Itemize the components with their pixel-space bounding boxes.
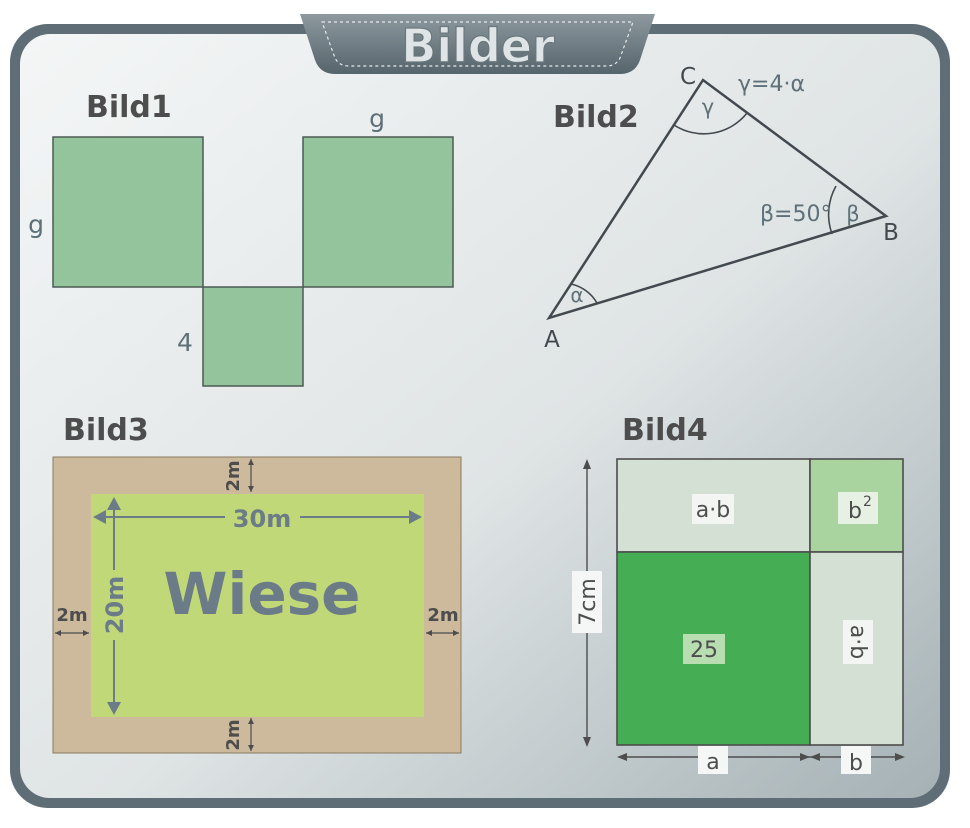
bild3-border-bottom-label: 2m: [223, 719, 244, 750]
bild2-vertex-c: C: [680, 64, 696, 90]
bild1-label-g-left: g: [28, 210, 44, 239]
bild4-base-arrowhead-mid-left: [800, 753, 810, 761]
bild2-vertex-b: B: [883, 220, 899, 246]
bild4-label-box-ab-right: [843, 620, 873, 664]
bild2-angle-alpha: α: [570, 283, 583, 307]
bild3-border-top-dim: [248, 459, 254, 492]
bild2-arc-gamma: [673, 112, 748, 135]
bild3-width-arrowhead-bottom: [107, 702, 121, 715]
bild4-label-box-ab-top: [692, 494, 734, 524]
bild2-triangle: [546, 78, 889, 321]
bild4-base-arrowhead-mid-right: [810, 753, 820, 761]
bild3-meadow-label: Wiese: [163, 560, 360, 628]
bild4-label-b2-exp: 2: [863, 494, 872, 510]
bild2-heading: Bild2: [553, 100, 639, 135]
bild4-label-b: b: [849, 751, 863, 776]
bild3-width-label: 20m: [101, 576, 129, 634]
bild3-border-left-dim: [55, 630, 89, 636]
bild2-angle-beta: β: [846, 202, 859, 226]
bild3-heading: Bild3: [63, 413, 149, 448]
bild2-beta-value: β=50°: [760, 202, 831, 227]
bild1-label-4: 4: [177, 328, 193, 357]
bild1-label-g-top: g: [369, 104, 385, 133]
bild4-label-ab-right: a·b: [845, 625, 870, 659]
bild1-heading: Bild1: [86, 90, 172, 125]
title-tab-stitch: [321, 21, 634, 67]
bild2: Bild2 A B C α β γ γ=4·α β=50°: [544, 64, 899, 353]
bild4-label-b2-base: b: [848, 499, 862, 524]
bild4-label-box-height: [572, 571, 602, 633]
board-title: Bilder: [401, 19, 555, 73]
bild3: Bild3 Wiese 30m 20m 2m 2m: [52, 413, 462, 754]
bild2-angle-gamma: γ: [702, 95, 714, 119]
title-tab: [300, 14, 655, 74]
bild3-length-arrowhead-left: [93, 510, 106, 524]
bild2-arc-alpha: [570, 283, 598, 304]
bild4-label-25: 25: [690, 638, 718, 663]
bild3-length-arrowhead-right: [409, 510, 422, 524]
bild3-meadow: [91, 494, 424, 717]
bild2-vertex-a: A: [544, 327, 560, 353]
bild3-border-right-label: 2m: [427, 605, 458, 626]
bild4-label-box-25: [683, 634, 725, 664]
bild3-border-top-label: 2m: [223, 460, 244, 491]
bild1-square-right: [302, 136, 454, 288]
bild4-label-a: a: [706, 750, 719, 775]
bild3-width-arrowhead-top: [107, 497, 121, 510]
bild4: Bild4 a·b b 2 25 a·b 7cm a b: [572, 413, 905, 776]
bild3-border-left-label: 2m: [56, 605, 87, 626]
bild4-height-arrowhead-top: [583, 459, 591, 469]
bild2-gamma-relation: γ=4·α: [738, 72, 805, 97]
bild4-height-arrowhead-bottom: [583, 737, 591, 747]
bild4-label-box-a: [698, 746, 728, 774]
bild4-label-ab-top: a·b: [696, 498, 730, 523]
bild1-square-small: [202, 286, 304, 387]
bild1: Bild1 g g 4: [28, 90, 454, 387]
bild3-border-right-dim: [426, 630, 459, 636]
bild2-arc-beta: [827, 185, 837, 235]
bild4-label-box-b: [841, 746, 871, 774]
bild1-square-left: [52, 136, 204, 288]
bild3-length-label: 30m: [233, 505, 291, 533]
bild4-label-box-b2: [838, 492, 878, 524]
bild4-base-arrowhead-right: [895, 753, 905, 761]
bild4-heading: Bild4: [622, 413, 708, 448]
bild4-height-label: 7cm: [576, 578, 601, 626]
bild4-base-arrowhead-left: [617, 753, 627, 761]
bild3-border-bottom-dim: [248, 718, 254, 751]
